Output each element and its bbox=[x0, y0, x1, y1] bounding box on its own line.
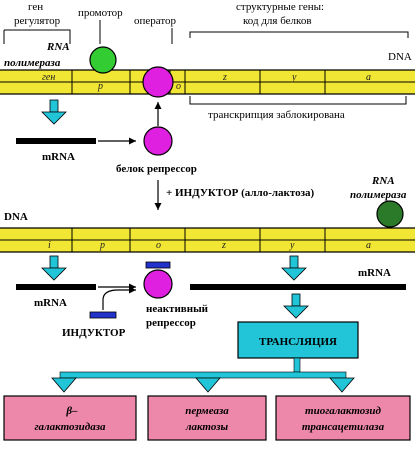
product-box-galactosidase bbox=[3, 395, 137, 441]
arrow-regulator-down-2 bbox=[41, 255, 67, 281]
segment2-a: а bbox=[366, 240, 371, 251]
inactive-repressor-label-1: неактивный bbox=[146, 303, 209, 315]
segment-a: а bbox=[366, 72, 371, 83]
inducer-step-label: + ИНДУКТОР (алло-лактоза) bbox=[166, 187, 315, 199]
product-box-transacetylase bbox=[275, 395, 411, 441]
gene-regulator-label-1: ген bbox=[28, 1, 43, 13]
translation-label: ТРАНСЛЯЦИЯ bbox=[259, 336, 337, 348]
arrow-to-translation bbox=[283, 293, 309, 319]
product-galactosidase-line2: галактозидаза bbox=[34, 421, 106, 433]
rna-polymerase-label-1: RNA bbox=[46, 41, 70, 53]
segment2-y: у bbox=[289, 240, 295, 251]
product-transacetylase-line2: трансацетилаза bbox=[302, 421, 385, 433]
gene-regulator-label-2: регулятор bbox=[14, 15, 61, 27]
inactive-repressor-circle bbox=[143, 269, 173, 299]
structural-genes-label-2: код для белков bbox=[243, 15, 312, 27]
segment-z: z bbox=[222, 72, 227, 83]
structural-bracket bbox=[189, 31, 409, 38]
mrna-label-long: mRNA bbox=[358, 267, 391, 279]
rna-polymerase-circle bbox=[89, 46, 117, 74]
repressor-bound-circle bbox=[142, 66, 174, 98]
mrna-label-1: mRNA bbox=[42, 151, 75, 163]
inducer-free-bar bbox=[89, 311, 117, 319]
segment2-p: р bbox=[99, 240, 105, 251]
dna-label-top: DNA bbox=[388, 51, 412, 63]
product-galactosidase-line1: β– bbox=[65, 405, 78, 417]
rna-polymerase-label-2: полимераза bbox=[4, 57, 61, 69]
product-box-permease bbox=[147, 395, 267, 441]
segment-gene: ген bbox=[42, 72, 55, 83]
regulator-bracket bbox=[3, 29, 71, 44]
inducer-on-repressor bbox=[145, 261, 171, 269]
operator-label: оператор bbox=[134, 15, 177, 27]
transcription-blocked-label: транскрипция заблокирована bbox=[208, 109, 345, 121]
structural-genes-label-1: структурные гены: bbox=[236, 1, 324, 13]
arrow-inducer-binding bbox=[102, 286, 136, 310]
mrna-bar-2 bbox=[16, 284, 96, 290]
inducer-label: ИНДУКТОР bbox=[62, 327, 126, 339]
translation-box bbox=[237, 321, 359, 359]
promoter-label: промотор bbox=[78, 7, 123, 19]
segment-y: у bbox=[291, 72, 297, 83]
product-transacetylase-line1: тиогалактозид bbox=[305, 405, 381, 417]
arrow-structural-down bbox=[281, 255, 307, 281]
arrow-regulator-down-1 bbox=[41, 99, 67, 125]
mrna-bar-long bbox=[190, 284, 406, 290]
rna-polymerase-2-label-1: RNA bbox=[371, 175, 395, 187]
product-permease-line1: пермеаза bbox=[185, 405, 229, 417]
segment2-o: о bbox=[156, 240, 161, 251]
inactive-repressor-label-2: репрессор bbox=[146, 317, 196, 329]
segment2-z: z bbox=[221, 240, 226, 251]
repressor-protein-label: белок репрессор bbox=[116, 163, 197, 175]
blocked-bracket bbox=[189, 96, 407, 105]
segment-p: р bbox=[97, 81, 103, 92]
dna-label-bottom: DNA bbox=[4, 211, 28, 223]
mrna-label-2: mRNA bbox=[34, 297, 67, 309]
rna-polymerase-2-label-2: полимераза bbox=[350, 189, 407, 201]
repressor-free-circle bbox=[143, 126, 173, 156]
translation-distribution bbox=[51, 357, 355, 393]
segment-o: о bbox=[176, 81, 181, 92]
rna-polymerase-2-circle bbox=[376, 200, 404, 228]
segment2-i: i bbox=[48, 240, 51, 251]
product-permease-line2: лактозы bbox=[185, 421, 229, 433]
mrna-bar-1 bbox=[16, 138, 96, 144]
